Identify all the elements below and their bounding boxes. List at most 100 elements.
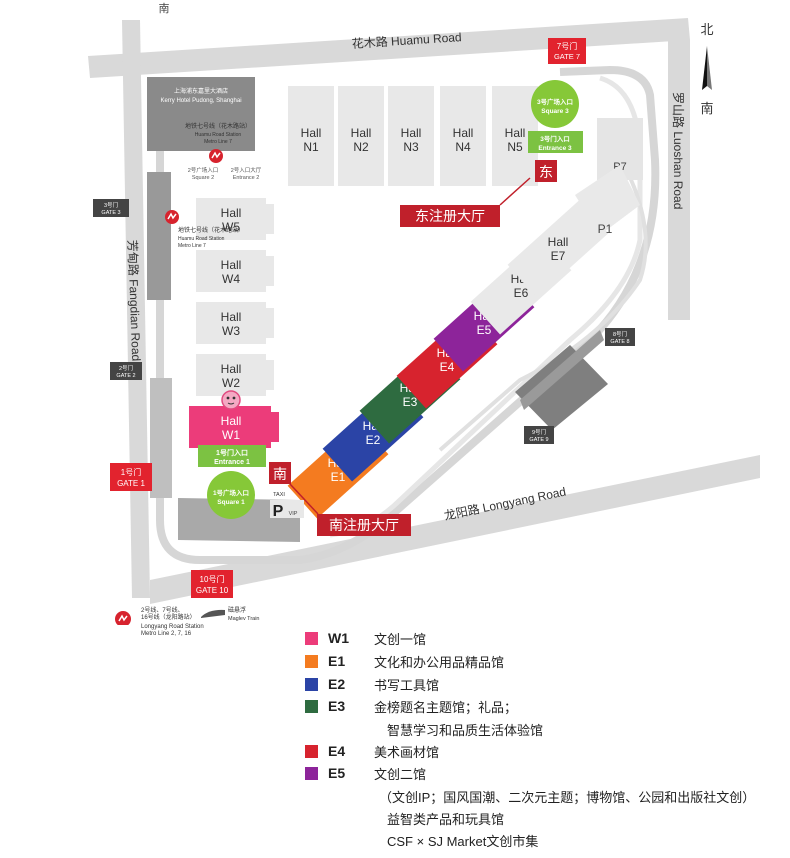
entrance-2: 2号广场入口 Square 2 2号入口大厅 Entrance 2 bbox=[188, 166, 262, 181]
gate-1: 1号门 GATE 1 bbox=[110, 463, 152, 491]
svg-text:GATE 10: GATE 10 bbox=[196, 586, 229, 595]
svg-text:E2: E2 bbox=[366, 433, 381, 447]
metro-icon bbox=[209, 149, 223, 163]
svg-text:Hall: Hall bbox=[301, 126, 322, 140]
legend-code: E1 bbox=[328, 653, 346, 669]
svg-text:Entrance 1: Entrance 1 bbox=[214, 459, 250, 466]
south-registration-label: 南注册大厅 bbox=[329, 517, 399, 533]
svg-text:3号门入口: 3号门入口 bbox=[540, 134, 570, 143]
west-strip-1 bbox=[147, 172, 171, 300]
road-huamu-label: 花木路 Huamu Road bbox=[351, 29, 462, 51]
legend-desc: 金榜题名主题馆；礼品； bbox=[374, 699, 518, 715]
svg-text:Hall: Hall bbox=[221, 362, 242, 376]
svg-text:8号门: 8号门 bbox=[613, 330, 627, 338]
south-registration-char: 南 bbox=[273, 466, 287, 482]
svg-text:Hall: Hall bbox=[221, 206, 242, 220]
svg-text:N3: N3 bbox=[403, 140, 419, 154]
legend-e3-line2: 智慧学习和品质生活体验馆 bbox=[387, 723, 544, 738]
svg-text:Hall: Hall bbox=[351, 126, 372, 140]
metro-huamu-side-en2: Metro Line 7 bbox=[178, 243, 206, 249]
svg-text:Hall: Hall bbox=[221, 310, 242, 324]
svg-text:W3: W3 bbox=[222, 324, 240, 338]
compass-north: 北 bbox=[700, 22, 713, 37]
parking-p: P bbox=[273, 503, 284, 520]
compass: 北 南 bbox=[700, 22, 713, 116]
south-registration-leader bbox=[289, 483, 319, 515]
legend-row-e5: E5 文创二馆 bbox=[305, 763, 426, 783]
legend-e5-line3: 益智类产品和玩具馆 bbox=[387, 812, 505, 827]
longyang-road bbox=[150, 455, 760, 604]
svg-text:GATE 9: GATE 9 bbox=[529, 437, 548, 443]
gate-9: 9号门 GATE 9 bbox=[524, 426, 554, 444]
legend-swatch bbox=[305, 631, 318, 645]
svg-text:2号广场入口: 2号广场入口 bbox=[188, 166, 219, 174]
svg-text:1号广场入口: 1号广场入口 bbox=[213, 488, 249, 497]
east-registration-char: 东 bbox=[539, 164, 553, 180]
svg-text:Hall: Hall bbox=[453, 126, 474, 140]
legend-swatch bbox=[305, 744, 318, 758]
svg-text:GATE 1: GATE 1 bbox=[117, 479, 145, 488]
maglev-en: Maglev Train bbox=[228, 616, 260, 622]
svg-text:2号入口大厅: 2号入口大厅 bbox=[231, 166, 262, 174]
legend-code: E5 bbox=[328, 765, 346, 781]
gate-8: 8号门 GATE 8 bbox=[605, 328, 635, 346]
svg-text:W1: W1 bbox=[222, 428, 240, 442]
svg-text:Entrance 2: Entrance 2 bbox=[233, 175, 260, 181]
p1-block bbox=[575, 165, 640, 235]
svg-text:E1: E1 bbox=[331, 470, 346, 484]
south-registration-marker bbox=[269, 462, 291, 484]
south-registration-label-box bbox=[317, 514, 411, 536]
metro-huamu-top-en2: Metro Line 7 bbox=[204, 139, 232, 145]
legend-swatch bbox=[305, 654, 318, 668]
legend-code: E4 bbox=[328, 743, 346, 759]
road-luoshan-label: 罗山路 Luoshan Road bbox=[671, 92, 686, 209]
svg-text:Hall: Hall bbox=[221, 414, 242, 428]
svg-text:N5: N5 bbox=[507, 140, 523, 154]
svg-text:E7: E7 bbox=[551, 249, 566, 263]
svg-text:E5: E5 bbox=[477, 323, 492, 337]
svg-text:Hall: Hall bbox=[548, 235, 569, 249]
square-3: 3号广场入口 Square 3 bbox=[531, 80, 579, 128]
svg-text:1号门: 1号门 bbox=[121, 467, 141, 477]
west-strip-2 bbox=[150, 378, 172, 498]
legend-row-e1: E1 文化和办公用品精品馆 bbox=[305, 651, 504, 671]
mascot-icon bbox=[221, 390, 241, 410]
metro-huamu-side-en1: Huamu Road Station bbox=[178, 236, 225, 242]
parking-vip: VIP bbox=[289, 511, 298, 517]
svg-text:9号门: 9号门 bbox=[532, 428, 546, 436]
legend-swatch bbox=[305, 677, 318, 691]
svg-text:GATE 2: GATE 2 bbox=[116, 373, 135, 379]
metro-longyang-en1: Longyang Road Station bbox=[141, 624, 204, 630]
legend-swatch bbox=[305, 766, 318, 780]
legend-desc: 文创一馆 bbox=[374, 631, 427, 647]
legend-desc: 文化和办公用品精品馆 bbox=[374, 654, 505, 670]
gate-3: 3号门 GATE 3 bbox=[93, 199, 129, 217]
svg-text:W5: W5 bbox=[222, 220, 240, 234]
legend-e5-line4: CSF × SJ Market文创市集 bbox=[387, 834, 539, 849]
legend-row-e2: E2 书写工具馆 bbox=[305, 674, 439, 694]
east-block-gate9 bbox=[520, 330, 604, 410]
fangdian-road bbox=[122, 20, 150, 598]
metro-huamu-side-zh: 地铁七号线（花木路站） bbox=[178, 226, 244, 234]
svg-text:W4: W4 bbox=[222, 272, 240, 286]
svg-text:Hall: Hall bbox=[505, 126, 526, 140]
huamu-road bbox=[88, 18, 690, 78]
legend-row-e4: E4 美术画材馆 bbox=[305, 741, 439, 761]
north-arrow-icon-half bbox=[707, 46, 712, 90]
svg-text:Hall: Hall bbox=[221, 258, 242, 272]
svg-text:Entrance 3: Entrance 3 bbox=[538, 145, 572, 152]
svg-text:E3: E3 bbox=[403, 395, 418, 409]
svg-text:N1: N1 bbox=[303, 140, 319, 154]
maglev-zh: 磁悬浮 bbox=[228, 606, 246, 614]
svg-text:W2: W2 bbox=[222, 376, 240, 390]
legend-row-e3: E3 金榜题名主题馆；礼品； bbox=[305, 696, 517, 716]
square-1: 1号广场入口 Square 1 bbox=[207, 471, 255, 519]
compass-south: 南 bbox=[700, 101, 713, 116]
